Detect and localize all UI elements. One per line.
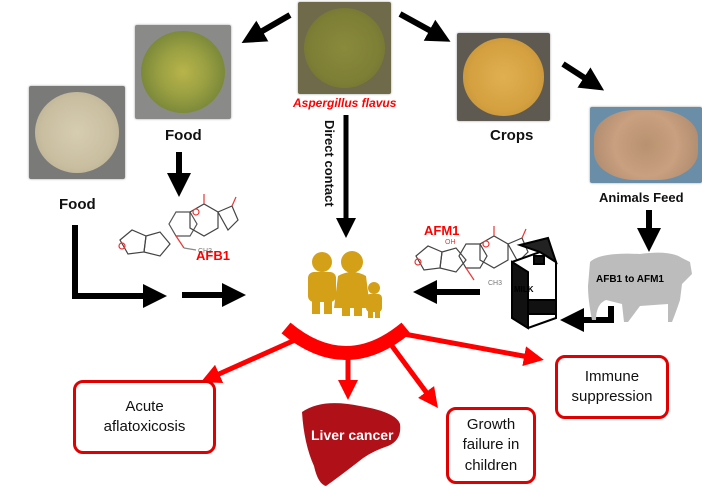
effect-liver-cancer: Liver cancer (311, 427, 394, 443)
afm1-hydroxyl: OH (445, 239, 456, 246)
afm1-label: AFM1 (424, 223, 460, 238)
arrow-to-immune-suppression (403, 331, 544, 367)
effect-line: children (464, 456, 518, 474)
arrow-cow-to-milk (560, 306, 614, 332)
milk-label: MILK (514, 285, 534, 294)
effect-line: Immune (584, 367, 640, 385)
afb1-label: AFB1 (196, 248, 230, 263)
afb1-structure (118, 194, 239, 257)
food-label-peanut: Food (59, 196, 96, 213)
pistachio-photo (135, 25, 231, 119)
cow-label: AFB1 to AFM1 (596, 274, 664, 285)
aspergillus-flavus-label: Aspergillus flavus (293, 96, 397, 110)
aspergillus-culture-photo (298, 2, 391, 94)
family-icon (308, 251, 382, 318)
effect-acute-aflatoxicosis: Acute aflatoxicosis (73, 380, 216, 454)
afm1-structure (414, 226, 529, 281)
peanut-photo (29, 86, 125, 179)
effect-immune-suppression: Immune suppression (555, 355, 669, 419)
arrow-aspergillus-to-crops (398, 11, 451, 42)
arrow-to-acute-aflatoxicosis (200, 337, 297, 384)
corn-photo (457, 33, 550, 121)
crops-label: Crops (490, 127, 534, 144)
effect-line: suppression (571, 388, 653, 405)
effect-growth-failure: Growth failure in children (446, 407, 536, 484)
animals-feed-label: Animals Feed (599, 190, 684, 205)
arrow-food-elbow (72, 225, 167, 308)
effect-line: failure in (462, 436, 520, 454)
effects-arc (281, 322, 411, 360)
arrow-aspergillus-to-food (241, 12, 292, 44)
liver-icon (302, 403, 401, 486)
feed-pellets-photo (590, 107, 702, 183)
afb1-methyl: CH3 (198, 248, 212, 255)
afm1-methyl: CH3 (488, 280, 502, 287)
effect-line: aflatoxicosis (103, 418, 186, 435)
arrow-crops-to-feed (561, 61, 605, 91)
milk-carton-icon (511, 236, 558, 330)
effect-line: Growth (466, 416, 516, 434)
effect-line: Acute (125, 397, 164, 415)
food-label-pistachio: Food (165, 127, 202, 144)
arrow-to-growth-failure (389, 344, 438, 409)
cow-icon (588, 252, 692, 322)
